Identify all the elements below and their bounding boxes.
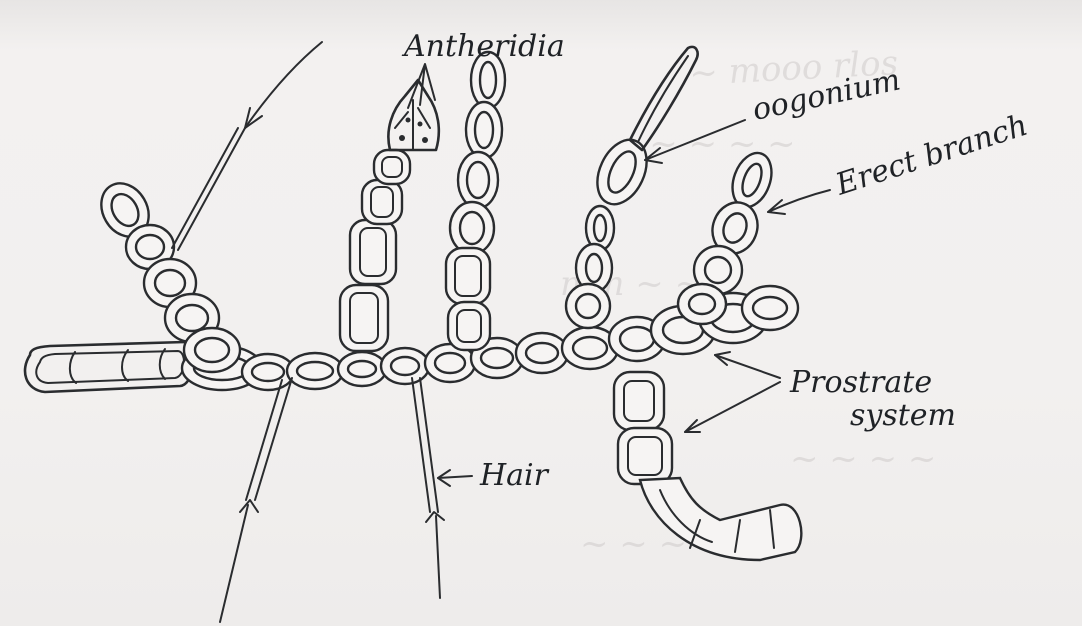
antheridia [388,80,438,150]
label-hair-group: Hair [438,458,550,493]
central-erect-branch [446,52,505,350]
hair-bottom-left [220,378,292,622]
svg-text:~ ~ ~ ~: ~ ~ ~ ~ [790,439,936,479]
hair-left-top [172,42,322,250]
antheridial-branch [340,150,410,351]
label-erect-branch: Erect branch [831,108,1032,203]
label-erect-branch-group: Erect branch [768,108,1032,214]
label-antheridia: Antheridia [401,29,565,64]
label-prostrate-system-group: Prostrate system [685,352,956,433]
label-prostrate-line1: Prostrate [789,365,932,400]
hair-bottom-center [412,378,444,598]
label-prostrate-line2: system [850,398,956,433]
label-hair: Hair [479,458,550,493]
